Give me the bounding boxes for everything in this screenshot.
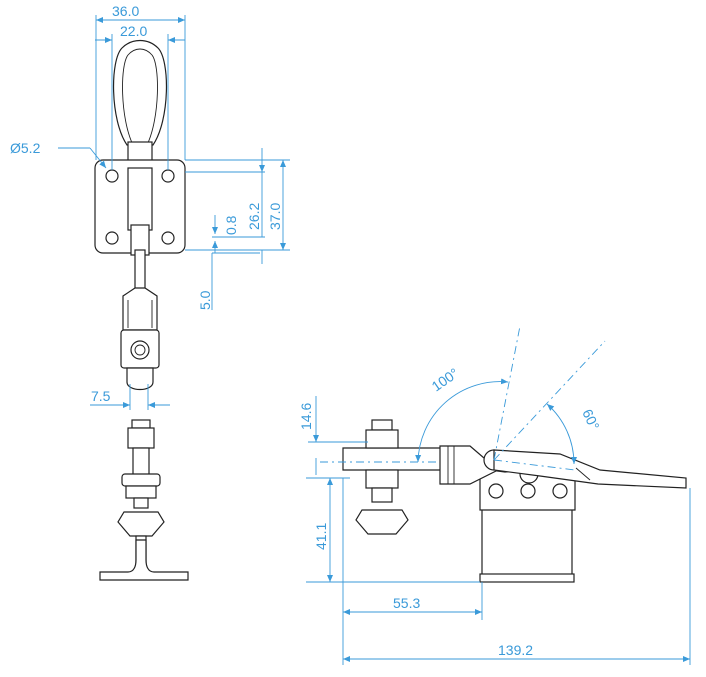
- dim-height-37-0: 37.0: [267, 203, 283, 230]
- dim-height-14-6: 14.6: [298, 403, 314, 430]
- dim-pin-7-5: 7.5: [91, 388, 111, 404]
- dim-offset-5-0: 5.0: [197, 290, 213, 310]
- dim-angle-100: 100°: [429, 365, 462, 395]
- dim-top-width-inner: 22.0: [120, 23, 147, 39]
- top-view: [94, 39, 186, 391]
- dim-top-width-outer: 36.0: [112, 3, 139, 19]
- dim-angle-60: 60°: [579, 407, 602, 433]
- side-view: [342, 419, 687, 583]
- dim-offset-0-8: 0.8: [223, 215, 239, 235]
- dim-hole-diameter: Ø5.2: [10, 140, 41, 156]
- top-view-dimensions: 36.0 22.0 Ø5.2 26.2 37.0 0.8 5.0 7.5: [10, 3, 290, 410]
- dim-height-41-1: 41.1: [313, 523, 329, 550]
- dim-height-26-2: 26.2: [246, 203, 262, 230]
- dim-length-139-2: 139.2: [498, 642, 533, 658]
- dim-length-55-3: 55.3: [393, 595, 420, 611]
- front-view: [99, 419, 189, 581]
